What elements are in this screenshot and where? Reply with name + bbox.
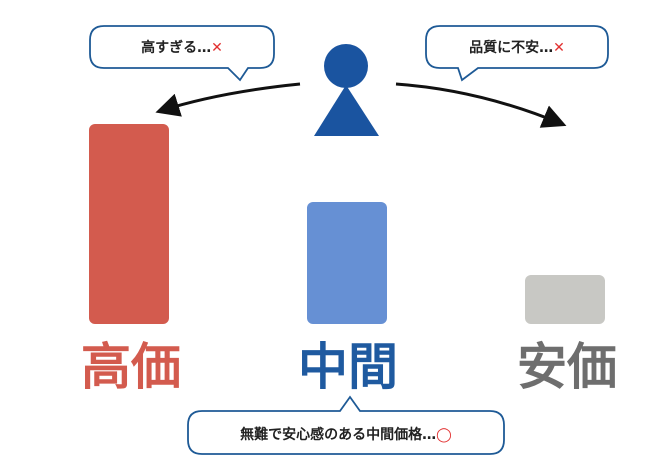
left-bubble-text: 高すぎる…✕ [90,37,274,57]
cross-mark-icon: ✕ [553,40,565,56]
left-arrow [155,82,301,117]
bottom-bubble-label: 無難で安心感のある中間価格… [240,427,437,443]
bottom-bubble-text: 無難で安心感のある中間価格…◯ [188,424,504,444]
label-high: 高価 [81,338,181,396]
bar-mid [307,202,387,324]
cross-mark-icon: ✕ [211,40,223,56]
bar-high [89,124,169,324]
circle-mark-icon: ◯ [436,427,452,443]
left-bubble-label: 高すぎる… [141,40,212,56]
right-bubble-label: 品質に不安… [469,40,554,56]
right-arrow [395,82,567,128]
person-icon [314,44,379,136]
label-low: 安価 [517,338,617,396]
bottom-speech-bubble [187,395,505,455]
right-bubble-text: 品質に不安…✕ [426,37,608,57]
left-speech-bubble [89,25,275,82]
label-mid: 中間 [298,338,398,396]
right-speech-bubble [425,25,609,82]
bar-low [525,275,605,324]
